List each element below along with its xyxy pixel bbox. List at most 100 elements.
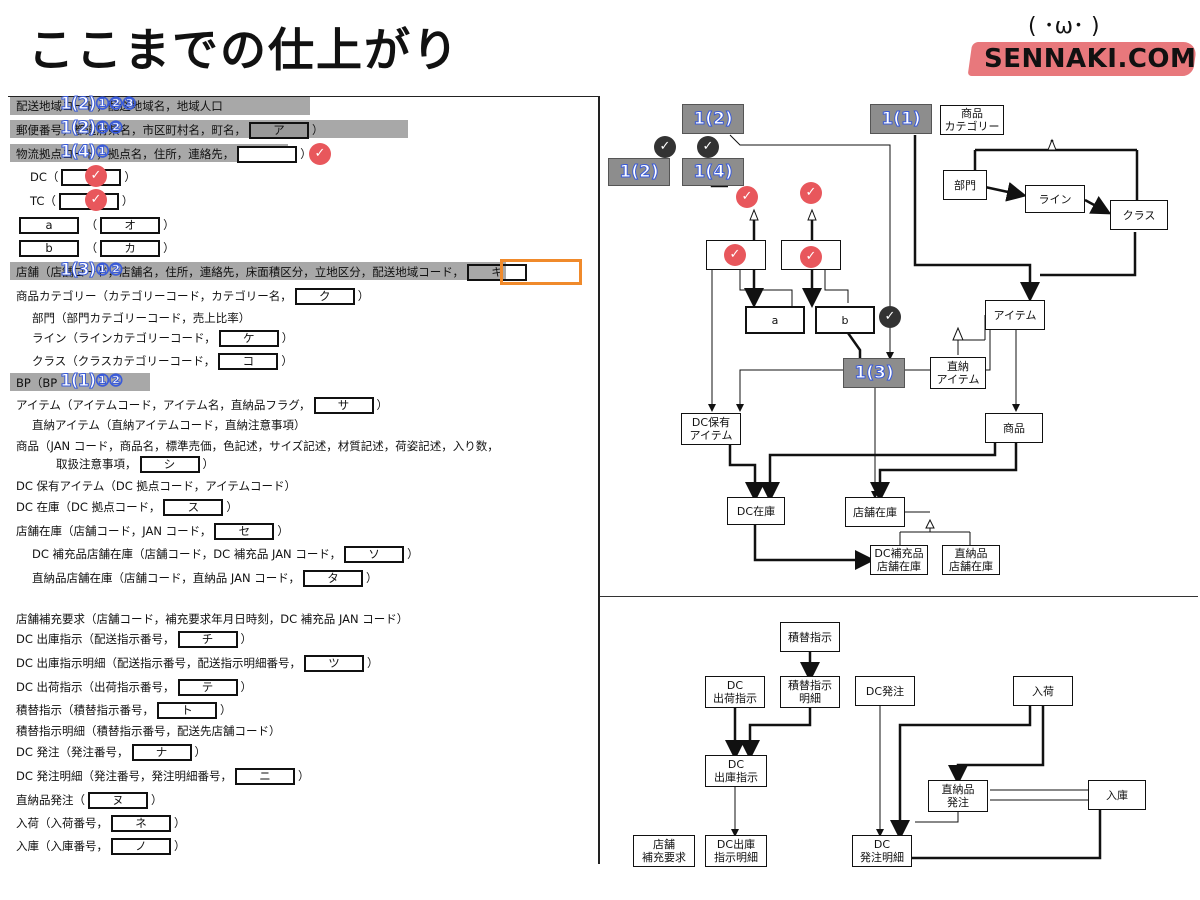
row-dc-order: DC 発注（発注番号，ナ）	[16, 743, 206, 761]
row-dc-ship: DC 出荷指示（出荷指示番号，テ）	[16, 678, 252, 696]
blank-box: b	[19, 240, 79, 257]
page-title: ここまでの仕上がり	[28, 23, 460, 77]
row-class: クラス（クラスカテゴリーコード，コ）	[32, 352, 293, 370]
row-text: クラス（クラスカテゴリーコード，	[32, 354, 216, 368]
row-tc: TC（）	[30, 192, 133, 210]
row-shohin: 商品（JAN コード，商品名，標準売価，色記述，サイズ記述，材質記述，荷姿記述，…	[16, 437, 499, 455]
row-postal: 郵便番号，都道府県名，市区町村名，町名，ア）	[16, 121, 324, 139]
blank-box: ア	[249, 122, 309, 139]
row-text: TC（	[30, 194, 56, 208]
check-icon: ✓	[800, 246, 822, 268]
close-paren: ）	[226, 500, 238, 514]
row-direct-item: 直納アイテム（直納アイテムコード，直納注意事項）	[32, 416, 305, 434]
row-dc-repl: DC 補充品店舗在庫（店舗コード，DC 補充品 JAN コード，ソ）	[32, 545, 419, 563]
check-icon: ✓	[697, 136, 719, 158]
node-dc-order-detail: DC 発注明細	[852, 835, 912, 867]
row-text: BP（BP	[16, 376, 58, 390]
row-text: DC（	[30, 170, 59, 184]
row-a: a （オ）	[16, 216, 175, 234]
row-shohin-2: 取扱注意事項，シ）	[56, 455, 214, 473]
close-paren: ）	[202, 457, 215, 471]
node-b: b	[815, 306, 875, 334]
blank-box: ニ	[235, 768, 296, 785]
row-text: DC 発注明細（発注番号，発注明細番号，	[16, 769, 233, 783]
row-text: 直納アイテム（直納アイテムコード，直納注意事項）	[32, 418, 306, 432]
node-transfer-detail: 積替指示 明細	[780, 676, 840, 708]
check-icon: ✓	[309, 143, 331, 165]
row-text: DC 保有アイテム（DC 拠点コード，アイテムコード）	[16, 479, 297, 493]
node-dc-ship: DC 出荷指示	[705, 676, 765, 708]
node-direct-order: 直納品 発注	[928, 780, 988, 812]
node-direct-item: 直納 アイテム	[930, 357, 986, 389]
blank-box: ソ	[344, 546, 405, 563]
row-text: 配送地域コード，配送地域名，地域人口	[16, 99, 223, 113]
check-icon: ✓	[800, 182, 822, 204]
node-1-4: 1(4)	[682, 158, 744, 186]
node-dc-issue-detail: DC出庫 指示明細	[705, 835, 767, 867]
node-bumon: 部門	[943, 170, 987, 200]
node-warehousing: 入庫	[1088, 780, 1146, 810]
row-text: 店舗補充要求（店舗コード，補充要求年月日時刻，DC 補充品 JAN コード）	[16, 612, 409, 626]
blank-box: キ	[467, 264, 528, 281]
row-delivery-area: 配送地域コード，配送地域名，地域人口	[16, 97, 223, 115]
row-store: 店舗（店舗コード，店舗名，住所，連絡先，床面積区分，立地区分，配送地域コード，キ	[16, 263, 530, 281]
node-dc-issue: DC 出庫指示	[705, 755, 767, 787]
section-divider	[600, 596, 1198, 597]
highlight-bar	[10, 144, 288, 162]
check-icon: ✓	[85, 189, 107, 211]
close-paren: ）	[124, 170, 136, 184]
node-1-3: 1(3)	[843, 358, 905, 388]
node-dc-item: DC保有 アイテム	[681, 413, 741, 445]
close-paren: ）	[312, 123, 324, 137]
row-text: ライン（ラインカテゴリーコード，	[32, 331, 216, 345]
row-warehousing: 入庫（入庫番号，ノ）	[16, 837, 186, 855]
node-line: ライン	[1025, 185, 1085, 213]
blank-box	[237, 146, 298, 163]
close-paren: ）	[357, 289, 370, 303]
row-text: 直納品店舗在庫（店舗コード，直納品 JAN コード，	[32, 571, 301, 585]
close-paren: ）	[240, 632, 253, 646]
row-transfer: 積替指示（積替指示番号，ト）	[16, 701, 232, 719]
blank-box: セ	[214, 523, 275, 540]
check-icon: ✓	[85, 165, 107, 187]
blank-box: カ	[100, 240, 161, 257]
blank-box: ナ	[131, 744, 192, 761]
row-text: 部門（部門カテゴリーコード，売上比率）	[32, 311, 251, 325]
blank-box: シ	[139, 456, 200, 473]
close-paren: ）	[240, 680, 253, 694]
blank-box: ケ	[218, 330, 279, 347]
row-text: DC 出荷指示（出荷指示番号，	[16, 680, 175, 694]
close-paren: ）	[298, 769, 310, 783]
row-text: DC 在庫（DC 拠点コード，	[16, 500, 161, 514]
node-1-2: 1(2)	[608, 158, 670, 186]
row-dc-issue-detail: DC 出庫指示明細（配送指示番号，配送指示明細番号，ツ）	[16, 654, 379, 672]
node-dc-repl-stock: DC補充品 店舗在庫	[870, 545, 928, 575]
close-paren: ）	[376, 398, 389, 412]
row-dc-item: DC 保有アイテム（DC 拠点コード，アイテムコード）	[16, 477, 296, 495]
row-dc-issue: DC 出庫指示（配送指示番号，チ）	[16, 630, 252, 648]
check-icon: ✓	[736, 186, 758, 208]
row-dc-stock: DC 在庫（DC 拠点コード，ス）	[16, 498, 238, 516]
row-text: 郵便番号，都道府県名，市区町村名，町名，	[16, 123, 246, 137]
row-transfer-detail: 積替指示明細（積替指示番号，配送先店舗コード）	[16, 722, 281, 740]
close-paren: ）	[300, 147, 312, 161]
row-arrival: 入荷（入荷番号，ネ）	[16, 814, 186, 832]
row-dc-order-detail: DC 発注明細（発注番号，発注明細番号，ニ）	[16, 767, 310, 785]
blank-box: テ	[177, 679, 238, 696]
row-direct-stock: 直納品店舗在庫（店舗コード，直納品 JAN コード，タ）	[32, 569, 378, 587]
blank-box: タ	[303, 570, 364, 587]
node-shohin: 商品	[985, 413, 1043, 443]
highlight-bar	[10, 97, 310, 115]
logo: ( ･ω･ ) SENNAKI.COM	[967, 4, 1198, 84]
node-arrival: 入荷	[1013, 676, 1073, 706]
blank-box: オ	[100, 217, 161, 234]
section-badge: 1(3)①②	[60, 260, 124, 281]
row-store-req: 店舗補充要求（店舗コード，補充要求年月日時刻，DC 補充品 JAN コード）	[16, 610, 408, 628]
check-icon: ✓	[724, 244, 746, 266]
close-paren: ）	[281, 331, 294, 345]
node-item: アイテム	[985, 300, 1045, 330]
row-category: 商品カテゴリー（カテゴリーコード，カテゴリー名，ク）	[16, 287, 369, 305]
row-text: 店舗（店舗コード，店舗名，住所，連絡先，床面積区分，立地区分，配送地域コード，	[16, 265, 465, 279]
blank-box: ス	[163, 499, 224, 516]
node-dc-order: DC発注	[855, 676, 915, 706]
